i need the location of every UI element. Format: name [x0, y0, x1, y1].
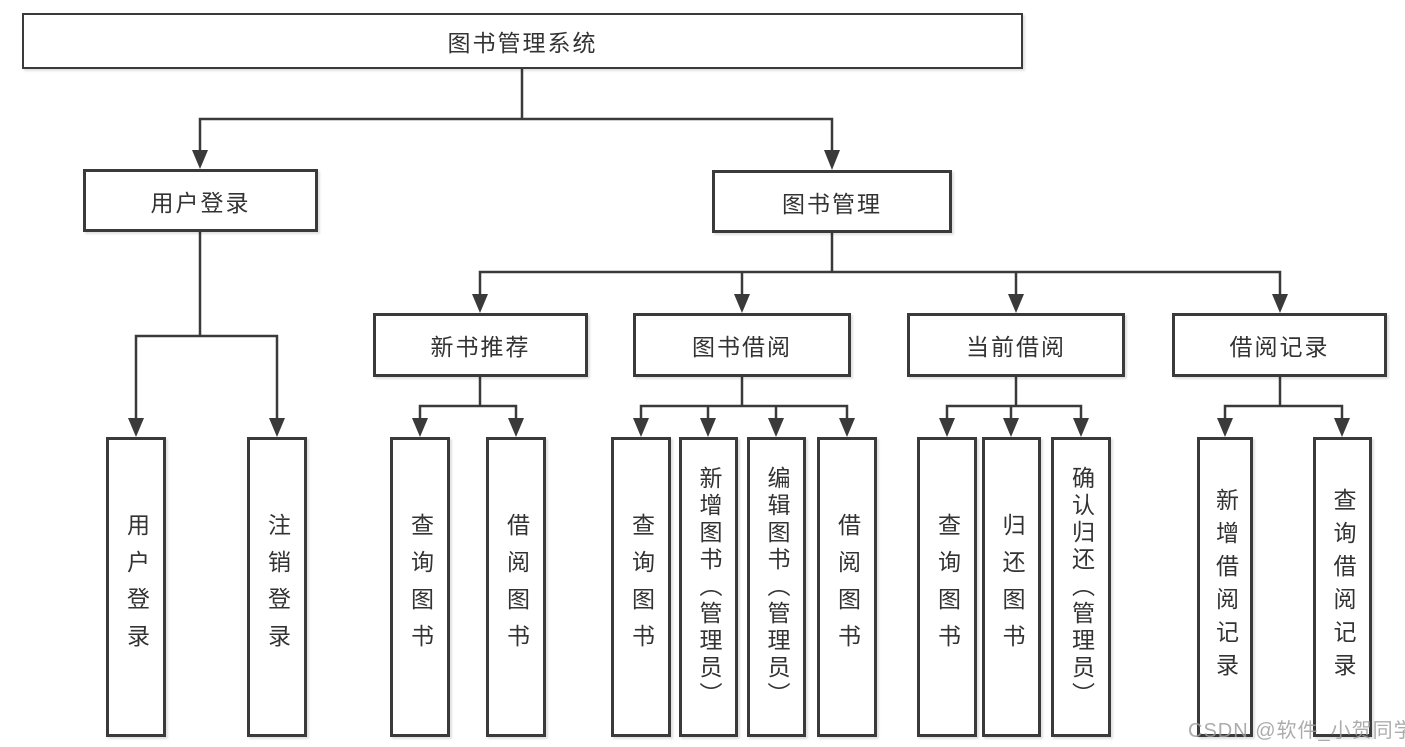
- leaf-nb-borrow-books: 借阅图书: [486, 437, 546, 737]
- edge-records-split: [1223, 404, 1344, 419]
- leaf-br-query-record-label: 查询借阅记录: [1330, 488, 1356, 686]
- leaf-bb-query-books: 查询图书: [611, 437, 671, 737]
- leaf-nb-borrow-books-label: 借阅图书: [503, 513, 530, 661]
- arrow-leaf-cb-confirm: [1073, 418, 1089, 437]
- arrow-newbooks: [472, 294, 488, 313]
- leaf-br-query-record: 查询借阅记录: [1313, 437, 1372, 737]
- arrow-leaf-cb-return: [1003, 418, 1019, 437]
- arrow-leaf-br-add: [1217, 418, 1233, 437]
- node-user-login: 用户登录: [83, 169, 318, 232]
- leaf-cb-confirm-return-admin-label: 确认归还（管理员）: [1068, 465, 1095, 709]
- edge-root-split: [198, 117, 834, 151]
- leaf-nb-query-books-label: 查询图书: [407, 513, 434, 661]
- arrow-leaf-br-query: [1334, 418, 1350, 437]
- leaf-bb-borrow-books: 借阅图书: [817, 437, 877, 737]
- edge-bookborrow-split: [639, 404, 849, 419]
- watermark: CSDN @软件_小贺同学: [1188, 720, 1405, 742]
- arrow-leaf-ul-login: [128, 418, 144, 437]
- node-borrow-records: 借阅记录: [1172, 313, 1387, 377]
- arrow-bookmgmt: [824, 150, 840, 170]
- node-current-borrowing: 当前借阅: [907, 313, 1125, 377]
- arrow-leaf-nb-borrow: [508, 418, 524, 437]
- leaf-bb-edit-books-admin: 编辑图书（管理员）: [747, 437, 806, 737]
- node-root: 图书管理系统: [22, 13, 1023, 69]
- leaf-bb-edit-books-admin-label: 编辑图书（管理员）: [764, 465, 790, 709]
- arrow-leaf-ul-logout: [269, 418, 285, 437]
- leaf-cb-return-books: 归还图书: [982, 437, 1041, 737]
- leaf-user-login-label: 用户登录: [123, 513, 150, 661]
- leaf-logout-label: 注销登录: [264, 513, 291, 661]
- leaf-br-add-record-label: 新增借阅记录: [1212, 488, 1239, 686]
- leaf-cb-confirm-return-admin: 确认归还（管理员）: [1051, 437, 1111, 737]
- edge-lines: [134, 69, 1344, 419]
- arrow-leaf-bb-add: [700, 418, 716, 437]
- leaf-cb-query-books: 查询图书: [917, 437, 977, 737]
- arrow-leaf-cb-query: [939, 418, 955, 437]
- arrow-records: [1272, 294, 1288, 313]
- edge-currentborrow-split: [945, 404, 1083, 419]
- leaf-bb-borrow-books-label: 借阅图书: [834, 513, 861, 661]
- leaf-cb-query-books-label: 查询图书: [934, 513, 961, 661]
- leaf-user-login: 用户登录: [106, 437, 166, 737]
- leaf-bb-query-books-label: 查询图书: [628, 513, 655, 661]
- arrow-leaf-bb-query: [633, 418, 649, 437]
- node-book-management: 图书管理: [712, 170, 952, 233]
- leaf-logout: 注销登录: [247, 437, 307, 737]
- leaf-nb-query-books: 查询图书: [390, 437, 450, 737]
- node-book-borrowing: 图书借阅: [633, 313, 851, 377]
- arrow-currentborrow: [1008, 294, 1024, 313]
- arrow-leaf-bb-edit: [768, 418, 784, 437]
- leaf-br-add-record: 新增借阅记录: [1197, 437, 1253, 737]
- edge-bookmgmt-split: [478, 270, 1282, 295]
- leaf-cb-return-books-label: 归还图书: [999, 513, 1025, 661]
- arrow-leaf-nb-query: [412, 418, 428, 437]
- arrow-leaf-bb-borrow: [839, 418, 855, 437]
- leaf-bb-add-books-admin-label: 新增图书（管理员）: [696, 465, 722, 709]
- edge-newbooks-split: [418, 404, 518, 419]
- arrow-bookborrow: [734, 294, 750, 313]
- edge-userlogin-split: [134, 334, 279, 419]
- leaf-bb-add-books-admin: 新增图书（管理员）: [679, 437, 738, 737]
- node-new-book-recommend: 新书推荐: [373, 313, 588, 377]
- arrow-userlogin: [192, 150, 208, 169]
- edge-arrowheads: [128, 150, 1350, 437]
